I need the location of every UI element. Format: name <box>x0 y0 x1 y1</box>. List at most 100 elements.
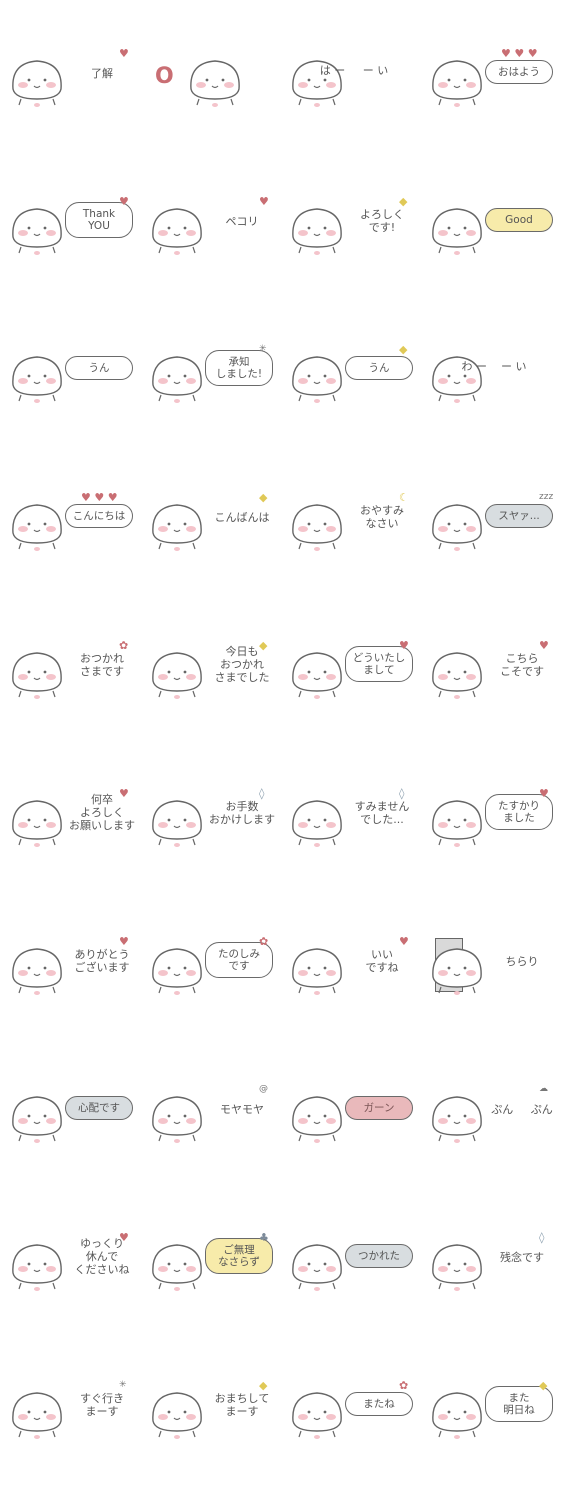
character-face-icon <box>152 652 202 699</box>
character-face-icon <box>152 208 202 255</box>
sticker-text: ゆっくり 休んで くださいね <box>74 1237 130 1276</box>
character-face-icon <box>190 60 240 107</box>
sticker-text: 心配です <box>65 1096 133 1120</box>
sticker[interactable]: こんにちは♥ ♥ ♥ <box>5 444 145 594</box>
character-face-icon <box>12 1244 62 1291</box>
sticker-text: よろしく です! <box>360 208 404 234</box>
star-icon: ◆ <box>259 491 268 504</box>
sticker[interactable]: ゆっくり 休んで くださいね♥ <box>5 1184 145 1334</box>
sticker-text: ありがとう ございます <box>74 948 130 974</box>
sticker[interactable]: こんばんは ◆ <box>145 444 285 594</box>
hearts-icon: ♥ ♥ ♥ <box>81 491 118 504</box>
sticker[interactable]: モヤモヤ@ <box>145 1036 285 1186</box>
clover-icon: ♣ <box>259 1231 269 1244</box>
character-face-icon <box>432 652 482 699</box>
sticker-text: おまちして まーす <box>214 1392 270 1418</box>
sticker[interactable]: お手数 おかけします◊ <box>145 740 285 890</box>
sticker-text: すみません でした... <box>354 800 410 826</box>
sticker[interactable]: ぷん ぷん☁ <box>425 1036 562 1186</box>
sticker[interactable]: Good <box>425 148 562 298</box>
sticker-text: うん <box>345 356 413 380</box>
character-face-icon <box>432 1392 482 1439</box>
sticker-text: 今日も おつかれ さまでした <box>214 645 270 684</box>
sticker-text: 残念です <box>500 1251 544 1264</box>
sticker[interactable]: Thank YOU♥ <box>5 148 145 298</box>
sticker[interactable]: 残念です ◊ <box>425 1184 562 1334</box>
sticker-text: 承知 しました! <box>205 350 273 386</box>
sticker-text: 了解 <box>91 67 113 80</box>
character-face-icon <box>152 1392 202 1439</box>
star-icon: ◆ <box>399 195 408 208</box>
sticker-text: は ー ー い <box>319 64 389 77</box>
sticker[interactable]: 今日も おつかれ さまでした◆ <box>145 592 285 742</box>
sticker[interactable]: またね✿ <box>285 1332 425 1482</box>
character-face-icon <box>432 1096 482 1143</box>
character-face-icon <box>292 356 342 403</box>
sticker[interactable]: また 明日ね◆ <box>425 1332 562 1482</box>
sticker[interactable]: たのしみ です✿ <box>145 888 285 1038</box>
sticker[interactable]: ちらり <box>425 888 562 1038</box>
heart-icon: ♥ <box>539 639 549 652</box>
drop-icon: ◊ <box>539 1231 545 1244</box>
sticker[interactable]: 心配です <box>5 1036 145 1186</box>
character-face-icon <box>292 652 342 699</box>
sticker-text: どういたし まして <box>345 646 413 682</box>
sticker-text: ペコリ <box>225 215 259 228</box>
sticker-text: おつかれ さまです <box>80 652 124 678</box>
sticker-text: こんばんは <box>214 511 270 524</box>
sticker[interactable]: は ー ー い <box>285 0 425 150</box>
sticker-text: O K <box>155 64 373 89</box>
sticker[interactable]: おつかれ さまです✿ <box>5 592 145 742</box>
sticker[interactable]: O K <box>145 0 373 150</box>
sticker[interactable]: おはよう♥ ♥ ♥ <box>425 0 562 150</box>
character-face-icon <box>152 800 202 847</box>
sticker[interactable]: うん <box>5 296 145 446</box>
star-icon: ◆ <box>539 1379 548 1392</box>
sticker[interactable]: ガーン <box>285 1036 425 1186</box>
character-face-icon <box>12 60 62 107</box>
character-face-icon <box>12 208 62 255</box>
sticker[interactable]: 了解♥ <box>5 0 145 150</box>
character-face-icon <box>12 800 62 847</box>
flower-icon: ✿ <box>399 1379 409 1392</box>
heart-icon: ♥ <box>259 195 269 208</box>
heart-icon: ♥ <box>119 195 129 208</box>
sticker[interactable]: おやすみ なさい☾ <box>285 444 425 594</box>
sticker[interactable]: たすかり ました♥ <box>425 740 562 890</box>
sticker[interactable]: わ ー ー い <box>425 296 562 446</box>
sticker[interactable]: スヤァ...zzz <box>425 444 562 594</box>
character-face-icon <box>152 504 202 551</box>
character-face-icon <box>292 1096 342 1143</box>
sticker-text: ガーン <box>345 1096 413 1120</box>
sticker[interactable]: どういたし まして♥ <box>285 592 425 742</box>
sticker[interactable]: 承知 しました!✳ <box>145 296 285 446</box>
sticker-text: いい ですね <box>365 948 399 974</box>
sticker[interactable]: ご無理 なさらず♣ <box>145 1184 285 1334</box>
sticker[interactable]: おまちして まーす◆ <box>145 1332 285 1482</box>
sticker[interactable]: すぐ行き まーす✳ <box>5 1332 145 1482</box>
flower-icon: ✿ <box>259 935 269 948</box>
sticker[interactable]: よろしく です!◆ <box>285 148 425 298</box>
heart-icon: ♥ <box>119 1231 129 1244</box>
sticker[interactable]: ペコリ♥ <box>145 148 285 298</box>
character-face-icon <box>292 504 342 551</box>
sticker[interactable]: すみません でした...◊ <box>285 740 425 890</box>
character-face-icon <box>432 504 482 551</box>
sticker[interactable]: こちら こそです♥ <box>425 592 562 742</box>
sticker[interactable]: ありがとう ございます♥ <box>5 888 145 1038</box>
drop-icon: ◊ <box>399 787 405 800</box>
flower-icon: ✿ <box>119 639 129 652</box>
sticker-text: うん <box>65 356 133 380</box>
sticker[interactable]: いい ですね♥ <box>285 888 425 1038</box>
sticker[interactable]: 何卒 よろしく お願いします♥ <box>5 740 145 890</box>
character-face-icon <box>432 208 482 255</box>
sticker[interactable]: つかれた <box>285 1184 425 1334</box>
heart-icon: ♥ <box>119 935 129 948</box>
sticker[interactable]: うん◆ <box>285 296 425 446</box>
sticker-text: Thank YOU <box>65 202 133 238</box>
character-face-icon <box>292 800 342 847</box>
character-face-icon <box>432 948 482 995</box>
sparkle-icon: ✳ <box>259 344 267 354</box>
heart-icon: ♥ <box>399 639 409 652</box>
star-icon: ◆ <box>259 639 268 652</box>
